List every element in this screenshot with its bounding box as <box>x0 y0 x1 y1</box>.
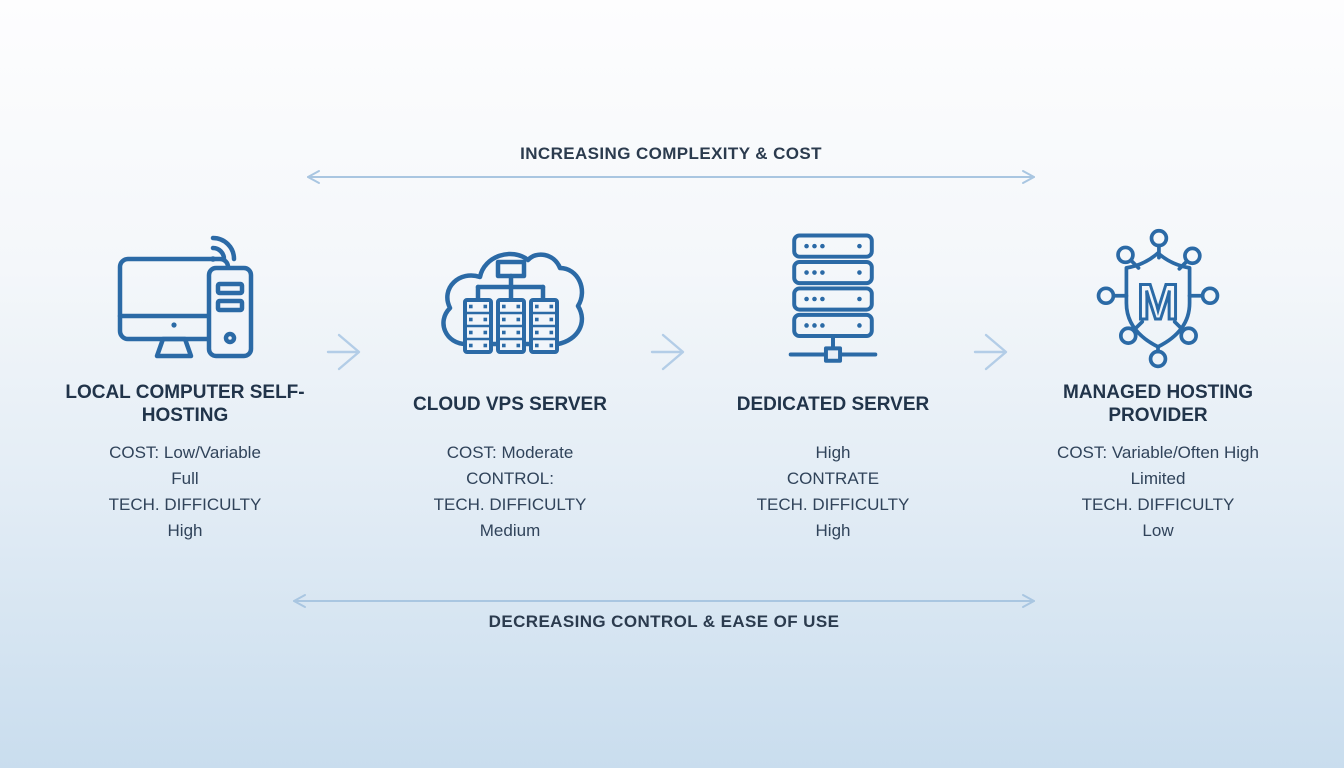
managed-hosting-provider-shield-icon: M <box>1096 228 1220 369</box>
right-chevron-arrow-icon <box>650 333 685 371</box>
detail-line: CONTROL: <box>466 469 554 488</box>
dedicated-server-icon-box <box>698 224 968 374</box>
option-title: CLOUD VPS SERVER <box>413 393 607 415</box>
option-details: COST: Low/Variable Full TECH. DIFFICULTY… <box>50 434 320 544</box>
detail-line: TECH. DIFFICULTY <box>1081 495 1235 514</box>
detail-line: Limited <box>1130 469 1186 488</box>
server-led-dots <box>804 243 862 328</box>
detail-line: High <box>815 443 851 462</box>
right-chevron-arrow-icon <box>326 333 361 371</box>
shield-letter-m: M <box>1137 274 1179 330</box>
cloud-outline <box>441 251 585 346</box>
detail-line: COST: Variable/Often High <box>1057 443 1259 462</box>
step-arrow-2 <box>650 332 696 377</box>
detail-line: High <box>167 521 203 540</box>
bottom-axis-arrow <box>281 592 1047 610</box>
detail-line: COST: Low/Variable <box>109 443 261 462</box>
detail-line: Medium <box>479 521 541 540</box>
option-details: COST: Variable/Often High Limited TECH. … <box>1013 434 1303 544</box>
option-column-local-computer: LOCAL COMPUTER SELF-HOSTING COST: Low/Va… <box>50 224 320 544</box>
step-arrow-3 <box>973 332 1019 377</box>
cloud-vps-server-icon <box>441 251 585 354</box>
double-headed-arrow-icon <box>307 170 1035 184</box>
option-column-dedicated-server: DEDICATED SERVER High CONTRATE TECH. DIF… <box>698 224 968 544</box>
option-title: MANAGED HOSTING PROVIDER <box>1063 382 1253 426</box>
detail-line: TECH. DIFFICULTY <box>433 495 587 514</box>
double-headed-arrow-icon <box>293 594 1035 608</box>
local-computer-icon-box <box>50 224 320 374</box>
detail-line: Low <box>1142 521 1174 540</box>
top-axis-arrow <box>295 168 1047 186</box>
option-column-cloud-vps: CLOUD VPS SERVER COST: Moderate CONTROL:… <box>375 224 645 544</box>
detail-line: High <box>815 521 851 540</box>
option-column-managed-hosting: M MANAGED HOSTING PROVIDER COST: Variabl… <box>1013 224 1303 544</box>
step-arrow-1 <box>326 332 372 377</box>
option-details: COST: Moderate CONTROL: TECH. DIFFICULTY… <box>375 434 645 544</box>
detail-line: TECH. DIFFICULTY <box>756 495 910 514</box>
detail-line: CONTRATE <box>786 469 880 488</box>
detail-line: Full <box>171 469 199 488</box>
wifi-dot <box>210 255 216 262</box>
cloud-vps-icon-box <box>375 224 645 374</box>
top-axis-label: INCREASING COMPLEXITY & COST <box>520 144 822 163</box>
right-chevron-arrow-icon <box>973 333 1008 371</box>
dedicated-server-icon <box>788 233 878 363</box>
monitor-dot <box>171 321 177 328</box>
detail-line: COST: Moderate <box>446 443 574 462</box>
option-details: High CONTRATE TECH. DIFFICULTY High <box>698 434 968 544</box>
option-title: LOCAL COMPUTER SELF-HOSTING <box>65 382 305 426</box>
detail-line: TECH. DIFFICULTY <box>108 495 262 514</box>
local-computer-wifi-icon <box>117 235 254 358</box>
managed-hosting-icon-box: M <box>1013 224 1303 374</box>
wifi-arc-large <box>210 235 237 261</box>
bottom-axis-label: DECREASING CONTROL & EASE OF USE <box>488 612 840 631</box>
option-title: DEDICATED SERVER <box>736 393 930 415</box>
